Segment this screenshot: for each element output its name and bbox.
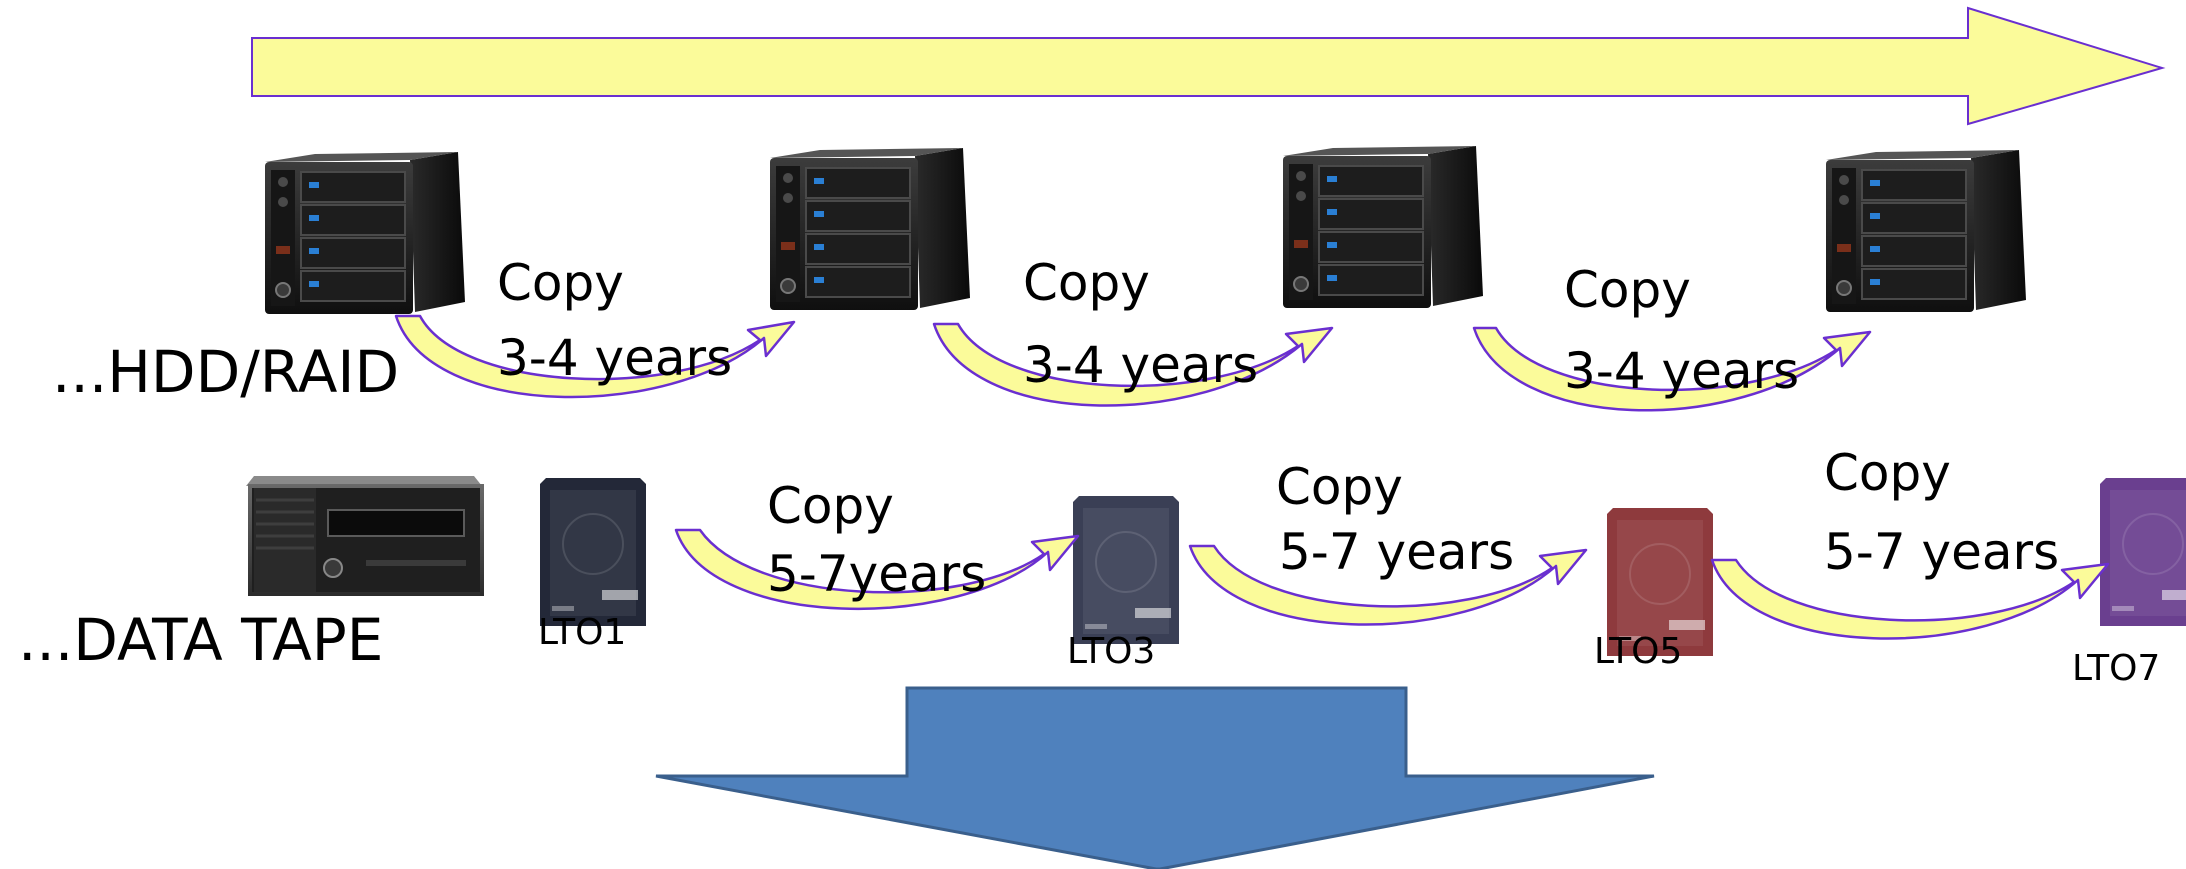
hdd-copy-period: 3-4 years bbox=[1564, 342, 1800, 400]
tape-copy-label: Copy bbox=[767, 477, 894, 535]
nas-server-icon bbox=[1282, 145, 1484, 309]
hdd-copy-period: 3-4 years bbox=[497, 329, 733, 387]
tape-cartridge-icon bbox=[2099, 477, 2186, 627]
tape-copy-period: 5-7years bbox=[767, 545, 987, 603]
tape-copy-label: Copy bbox=[1276, 458, 1403, 516]
hdd-copy-period: 3-4 years bbox=[1023, 336, 1259, 394]
lto-label: LTO5 bbox=[1594, 631, 1683, 672]
tape-copy-arrow-3 bbox=[1710, 558, 2110, 640]
hdd-copy-arrow-1 bbox=[394, 314, 796, 399]
lto-label: LTO1 bbox=[538, 612, 627, 653]
lto-label: LTO3 bbox=[1067, 631, 1156, 672]
tape-copy-label: Copy bbox=[1824, 444, 1951, 502]
timeline-arrow bbox=[251, 6, 2166, 126]
hdd-copy-label: Copy bbox=[1023, 254, 1150, 312]
down-arrow bbox=[655, 686, 1655, 869]
hdd-copy-arrow-2 bbox=[932, 322, 1334, 407]
hdd-copy-label: Copy bbox=[497, 254, 624, 312]
lto-label: LTO7 bbox=[2072, 648, 2161, 689]
tape-cartridge-icon bbox=[539, 477, 647, 627]
row-label-tape: ...DATA TAPE bbox=[18, 606, 384, 674]
nas-server-icon bbox=[264, 151, 466, 315]
hdd-copy-arrow-3 bbox=[1472, 326, 1872, 412]
tape-copy-period: 5-7 years bbox=[1279, 523, 1515, 581]
row-label-hdd: ...HDD/RAID bbox=[52, 338, 400, 406]
nas-server-icon bbox=[1825, 149, 2027, 313]
tape-drive-icon bbox=[246, 476, 484, 596]
nas-server-icon bbox=[769, 147, 971, 311]
hdd-copy-label: Copy bbox=[1564, 261, 1691, 319]
tape-copy-arrow-1 bbox=[674, 528, 1080, 611]
tape-cartridge-icon bbox=[1072, 495, 1180, 645]
tape-copy-period: 5-7 years bbox=[1824, 523, 2060, 581]
tape-copy-arrow-2 bbox=[1188, 544, 1588, 626]
